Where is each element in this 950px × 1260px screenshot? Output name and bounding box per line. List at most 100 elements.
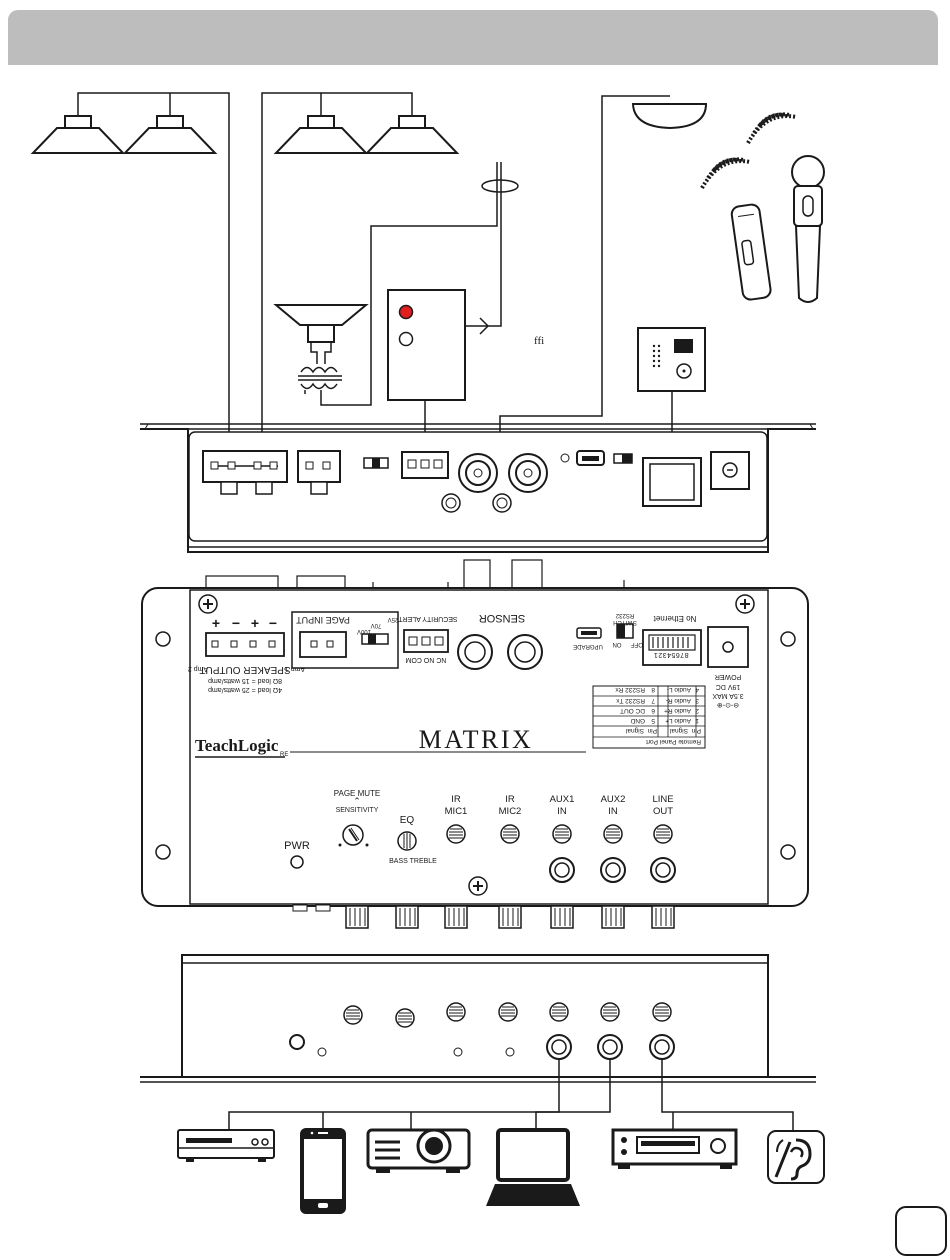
ir-mic2-knob[interactable] [500,824,520,844]
page-input-top: PAGE INPUT 25V 70V 100V [291,611,399,669]
amp2-label: Amp 2 [188,665,208,672]
panel-table-cell: 6 [651,707,655,714]
page-input-connector [297,450,341,495]
ir-mic1-knob[interactable] [446,824,466,844]
knob-label: AUX1 [550,794,575,805]
panel-table-title: Remote Panel Port [646,738,701,745]
page-number-box [895,1206,947,1256]
speaker-wires [77,92,413,458]
knob-label: OUT [653,806,673,817]
panel-table-cell: Audio R- [666,697,691,704]
security-alert-connector [401,451,449,479]
switch-label: SWITCH [613,619,637,625]
ir-sensor-icon [499,95,708,458]
panel-table-cell: 7 [651,697,655,704]
projector-icon [366,1128,471,1173]
panel-table-cell: 4 [695,686,699,693]
sensor-label: SENSOR [479,612,526,624]
power-jack-side [710,451,750,490]
power-led-icon [290,855,304,869]
power-spec: 19V DC [716,683,741,690]
panel-table-header: Pin [647,727,657,734]
ceiling-speaker-icon [32,115,124,154]
panel-table-cell: 2 [695,707,699,714]
page-mute-label: PAGE MUTE [334,789,381,798]
speaker-note: 8Ω load = 15 watts/amp [208,677,282,684]
arrow-up-icon: ⌃ [353,796,361,806]
sensor-jacks-side [441,453,548,513]
remote-panel-table: Remote Panel Port Pin Signal Pin Signal … [592,685,706,749]
eth-pins-label: 87654321 [653,651,688,658]
screw-icon [198,594,218,614]
line-out-knob[interactable] [653,824,673,844]
screw-icon [468,876,488,896]
panel-table-header: Pin [691,727,701,734]
bass-treble-label: BASS TREBLE [389,858,437,865]
pwr-label: PWR [284,840,310,852]
stray-glyph: ffi [534,335,544,347]
eq-label: EQ [400,815,415,826]
laptop-icon [486,1128,580,1206]
brand-mark: RE [280,752,288,758]
aux2-jack[interactable] [600,857,626,883]
remote-panel-port-side [642,457,702,507]
aux1-jack[interactable] [549,857,575,883]
tap-label: 25V [388,616,399,622]
panel-table-cell: Audio L- [667,686,691,693]
eq-knob[interactable] [397,831,417,851]
security-pins-label: NC NO COM [405,656,446,663]
sensitivity-label: SENSITIVITY [336,807,379,814]
aux2-knob[interactable] [603,824,623,844]
panel-table-cell: GND [630,717,645,724]
panel-table-cell: 1 [695,717,699,724]
speaker-output-connector [202,450,288,495]
product-name: MATRIX [419,725,534,754]
wireless-signal-icon [746,112,798,145]
aux1-knob[interactable] [552,824,572,844]
speaker-sign: + [251,615,259,631]
panel-table-header: Signal [625,727,644,734]
security-alert-device [387,289,466,401]
knob-label: MIC2 [499,806,522,817]
panel-table-header: Signal [669,727,688,734]
line-out-jack[interactable] [650,857,676,883]
smartphone-icon [300,1128,346,1214]
ceiling-speaker-icon [275,115,367,154]
upgrade-switch-top: UPGRADE OFF ON SWITCH RS232 [573,612,643,649]
switch-on-label: ON [613,641,622,647]
speaker-output-top: + − + − 4Ω load = 25 watts/amp 8Ω load =… [188,615,305,693]
power-label: POWER [715,673,741,680]
panel-table-cell: 8 [651,686,655,693]
front-side-view [140,954,816,1083]
ceiling-speaker-icon [366,115,458,154]
front-knobs-side [289,1002,675,1060]
knob-label: MIC1 [445,806,468,817]
panel-table-cell: DC OUT [620,707,645,714]
screw-icon [735,594,755,614]
rs232-label: RS232 [615,612,634,618]
panel-table-cell: RS232 Tx [615,697,645,704]
tap-switch-side [363,457,389,469]
knob-label: IR [451,794,461,805]
dvd-player-icon [177,1129,275,1162]
alert-led-icon [398,304,414,320]
upgrade-label: UPGRADE [573,643,603,649]
knob-stems [292,904,675,929]
panel-table-cell: Audio R+ [664,707,691,714]
ethernet-label: No Ethernet [653,614,696,623]
remote-panel-port-top: No Ethernet 87654321 [642,614,702,666]
switch-off-label: OFF [631,641,643,647]
page-sensitivity-knob[interactable] [338,824,369,847]
knob-label: IN [608,806,618,817]
hearing-assist-icon [767,1130,825,1184]
knob-label: AUX2 [601,794,626,805]
upgrade-port-side [560,450,633,466]
brand-logo: TeachLogic RE [195,736,586,758]
speaker-note: 4Ω load = 25 watts/amp [208,686,282,693]
av-receiver-icon [611,1128,738,1169]
panel-table-cell: Audio L+ [665,717,691,724]
page-header-bar [8,10,938,65]
remote-panel-icon [637,327,706,458]
knob-label: IR [505,794,515,805]
